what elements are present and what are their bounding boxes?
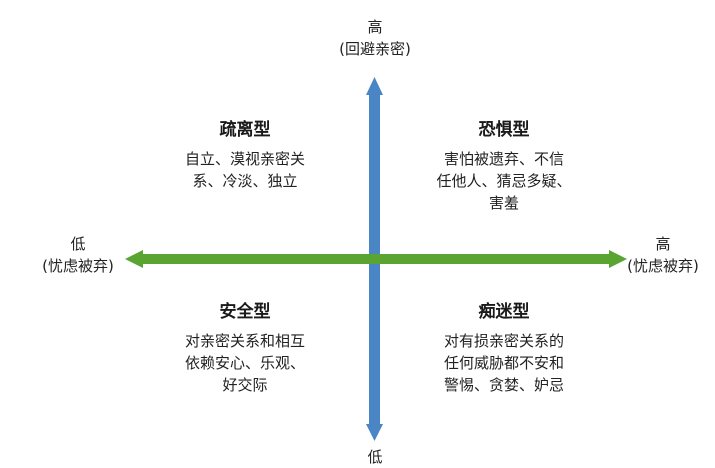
quadrant-line: 依赖安心、乐观、 bbox=[184, 354, 305, 372]
quadrant-line: 对亲密关系和相互 bbox=[184, 332, 305, 350]
quadrant-top-left: 疏离型 自立、漠视亲密关 系、冷淡、独立 bbox=[135, 118, 355, 192]
quadrant-bottom-right: 痴迷型 对有损亲密关系的 任何威胁都不安和 警惕、贪婪、妒忌 bbox=[394, 300, 614, 396]
right-axis-dimension: (忧虑被弃) bbox=[627, 257, 699, 275]
quadrant-line: 任他人、猜忌多疑、 bbox=[436, 172, 572, 190]
top-axis-dimension: (回避亲密) bbox=[339, 40, 411, 58]
left-axis-label: 低 (忧虑被弃) bbox=[28, 233, 128, 277]
axes bbox=[125, 77, 627, 441]
right-axis-level: 高 bbox=[655, 235, 671, 253]
quadrant-title: 恐惧型 bbox=[478, 120, 530, 140]
quadrant-bottom-left: 安全型 对亲密关系和相互 依赖安心、乐观、 好交际 bbox=[135, 300, 355, 396]
quadrant-line: 对有损亲密关系的 bbox=[443, 332, 564, 350]
quadrant-line: 系、冷淡、独立 bbox=[192, 172, 298, 190]
quadrant-title: 痴迷型 bbox=[478, 302, 530, 322]
quadrant-title: 安全型 bbox=[219, 302, 271, 322]
quadrant-title: 疏离型 bbox=[219, 120, 271, 140]
top-axis-level: 高 bbox=[367, 18, 383, 36]
top-axis-label: 高 (回避亲密) bbox=[325, 16, 425, 60]
left-axis-level: 低 bbox=[70, 235, 86, 253]
bottom-axis-label: 低 bbox=[325, 446, 425, 468]
right-axis-label: 高 (忧虑被弃) bbox=[613, 233, 713, 277]
quadrant-line: 好交际 bbox=[222, 376, 268, 394]
quadrant-line: 任何威胁都不安和 bbox=[443, 354, 564, 372]
quadrant-line: 警惕、贪婪、妒忌 bbox=[443, 376, 564, 394]
quadrant-line: 自立、漠视亲密关 bbox=[184, 150, 305, 168]
bottom-axis-level: 低 bbox=[367, 448, 383, 466]
quadrant-top-right: 恐惧型 害怕被遗弃、不信 任他人、猜忌多疑、 害羞 bbox=[394, 118, 614, 214]
horizontal-axis bbox=[125, 250, 627, 268]
quadrant-line: 害怕被遗弃、不信 bbox=[443, 150, 564, 168]
quadrant-line: 害羞 bbox=[488, 194, 519, 212]
left-axis-dimension: (忧虑被弃) bbox=[42, 257, 114, 275]
